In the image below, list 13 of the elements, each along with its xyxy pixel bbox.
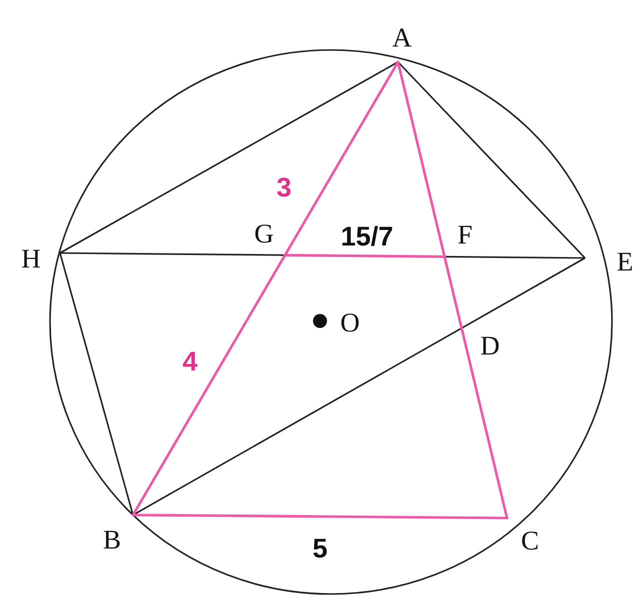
point-label: F: [457, 222, 473, 248]
point-label: O: [340, 310, 360, 336]
point-label: E: [616, 248, 634, 276]
point-label: H: [21, 246, 41, 272]
point-label: A: [392, 24, 412, 52]
length-label: 3: [276, 174, 292, 202]
length-label: 4: [182, 348, 198, 376]
point-label: C: [521, 528, 539, 554]
point-label: D: [480, 332, 500, 360]
point-label: G: [254, 220, 274, 248]
point-label: B: [103, 526, 121, 554]
length-label: 5: [312, 536, 328, 562]
length-label: 15/7: [340, 224, 394, 250]
